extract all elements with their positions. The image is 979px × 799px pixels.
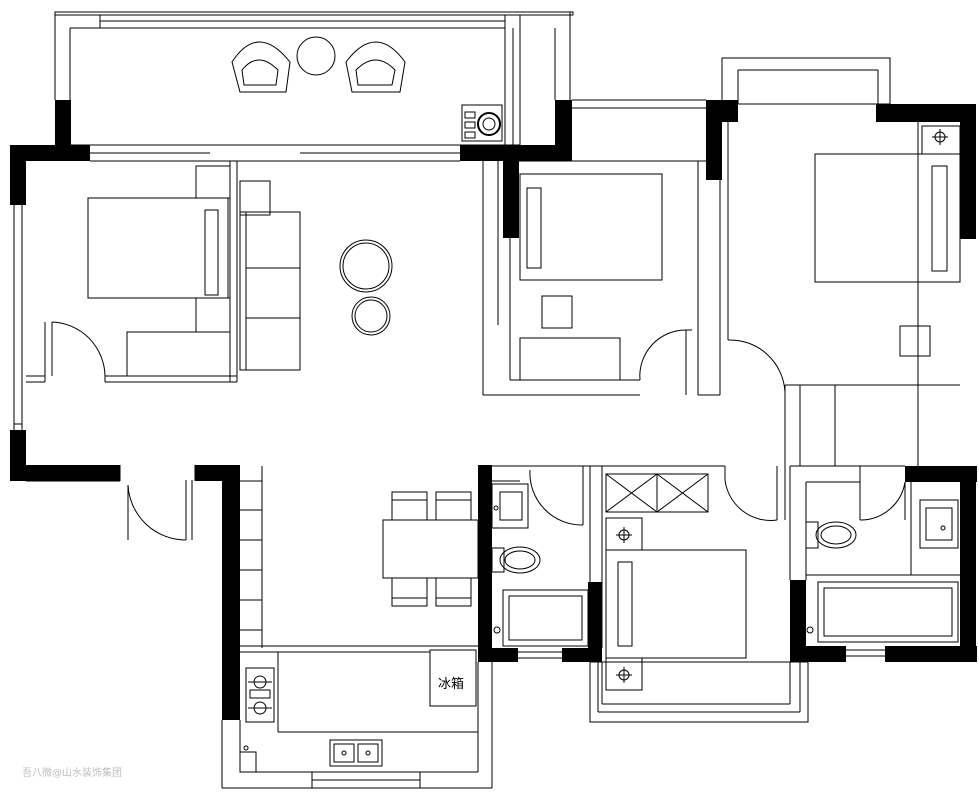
bathtub: [502, 589, 589, 647]
stove-icon: [245, 667, 275, 723]
armchair-right: [345, 41, 406, 93]
bottom-bedroom-furniture: [605, 517, 747, 691]
chair: [899, 325, 931, 357]
left-bedroom-furniture: [87, 165, 231, 377]
middle-bedroom-furniture: [519, 173, 663, 381]
washbasin: [491, 483, 529, 529]
coffee-table-small: [351, 296, 391, 336]
right-bedroom-furniture: [814, 125, 961, 357]
bed: [519, 173, 663, 281]
watermark: 吾八微@山水装饰集团: [22, 766, 122, 779]
pillow-bar: [931, 165, 948, 272]
interior-lines: [13, 57, 960, 789]
armchair-left: [231, 41, 291, 93]
kitchen: [239, 667, 383, 773]
bathtub: [817, 581, 959, 643]
wardrobe: [605, 473, 709, 513]
toilet: [491, 546, 541, 574]
coffee-table-large: [339, 239, 393, 293]
desk: [126, 331, 231, 377]
bed: [814, 153, 961, 283]
pillow-bar: [204, 209, 219, 296]
fridge-label: 冰箱: [438, 676, 464, 692]
middle-bathroom: [491, 483, 589, 647]
door-middle-bedroom: [639, 329, 687, 381]
chair: [541, 295, 573, 329]
sofa: [239, 180, 301, 371]
door-left-bedroom: [51, 321, 106, 377]
desk: [519, 337, 621, 381]
pillow-bar: [526, 187, 542, 269]
pillow-bar: [617, 561, 633, 647]
bed: [605, 549, 747, 659]
exterior-walls: [10, 100, 977, 720]
sink-icon: [329, 739, 383, 767]
doors: [51, 321, 912, 575]
door-middle-bath: [529, 469, 584, 526]
toilet: [805, 521, 857, 549]
coffee-table-small-inner: [354, 299, 388, 333]
door-right-bedroom: [727, 339, 786, 393]
water-heater: [461, 104, 503, 142]
lamp-icon: [616, 527, 632, 683]
dining-set: [382, 491, 479, 607]
lamp-icon: [932, 129, 948, 145]
nightstand: [195, 297, 231, 333]
balcony-round-table: [296, 36, 336, 76]
dining-table: [382, 519, 479, 579]
washbasin: [919, 499, 959, 549]
door-entry: [127, 484, 187, 541]
door-right-bath: [859, 481, 906, 521]
nightstand: [195, 165, 231, 199]
coffee-table-large-inner: [342, 242, 390, 290]
right-bathroom: [805, 499, 959, 643]
door-bottom-bedroom: [724, 479, 778, 521]
bed: [87, 197, 229, 299]
